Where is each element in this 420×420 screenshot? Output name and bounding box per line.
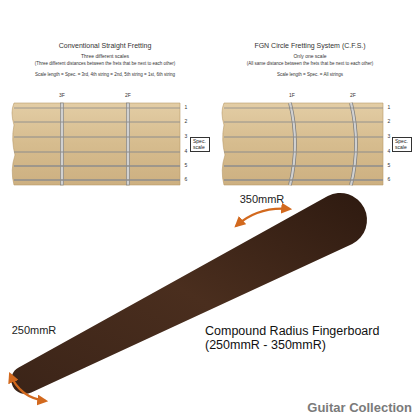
panel-note: (Three different distances between the f… bbox=[35, 61, 176, 66]
fret-number: 1F bbox=[289, 93, 295, 99]
fret-wire bbox=[290, 103, 295, 185]
watermark: Guitar Collection bbox=[307, 401, 412, 416]
fretboard bbox=[222, 103, 383, 185]
radius-arrow bbox=[236, 209, 290, 226]
scale-box: Spec. scale bbox=[392, 137, 412, 152]
panel-note: (All same distance between the frets tha… bbox=[247, 61, 373, 66]
fretboard bbox=[12, 103, 180, 185]
radius-label: 350mmR bbox=[240, 193, 285, 206]
string-number: 1 bbox=[185, 105, 188, 111]
radius-label: 250mmR bbox=[12, 324, 57, 337]
strings bbox=[14, 108, 180, 180]
panel-subtitle: Three different scales bbox=[81, 54, 129, 60]
string-number: 5 bbox=[388, 163, 391, 169]
scale-formula: Scale length = Spec. = All strings bbox=[277, 72, 343, 77]
fret-wire bbox=[127, 103, 130, 185]
string-number: 4 bbox=[185, 149, 188, 155]
string-number: 1 bbox=[388, 105, 391, 111]
box-label: Spec. scale bbox=[193, 139, 207, 150]
string-number: 6 bbox=[185, 177, 188, 183]
fret-wire bbox=[351, 103, 356, 185]
string-number: 2 bbox=[388, 119, 391, 125]
panel-title: FGN Circle Fretting System (C.F.S.) bbox=[254, 42, 365, 50]
string-number: 5 bbox=[185, 163, 188, 169]
string-number: 3 bbox=[388, 134, 391, 140]
string-number: 4 bbox=[388, 149, 391, 155]
fret-number: 3F bbox=[59, 93, 65, 99]
fret-number: 2F bbox=[125, 93, 131, 99]
string-number: 6 bbox=[388, 177, 391, 183]
box-label: Spec. scale bbox=[395, 139, 409, 150]
scale-box: Spec. scale bbox=[190, 137, 210, 152]
string-number: 3 bbox=[185, 134, 188, 140]
fret-wire bbox=[290, 103, 295, 185]
panel-subtitle: Only one scale bbox=[293, 54, 326, 60]
fret-number: 2F bbox=[350, 93, 356, 99]
fret-wire bbox=[61, 103, 64, 185]
radius-arrow bbox=[10, 374, 46, 401]
scale-formula: Scale length = Spec. = 3rd, 4th string =… bbox=[35, 72, 175, 77]
strings bbox=[224, 108, 383, 180]
string-number: 2 bbox=[185, 119, 188, 125]
fret-wire bbox=[351, 103, 356, 185]
panel-title: Conventional Straight Fretting bbox=[59, 42, 152, 50]
fingerboard bbox=[11, 193, 367, 394]
caption-text: Compound Radius Fingerboard (250mmR - 35… bbox=[205, 324, 400, 353]
